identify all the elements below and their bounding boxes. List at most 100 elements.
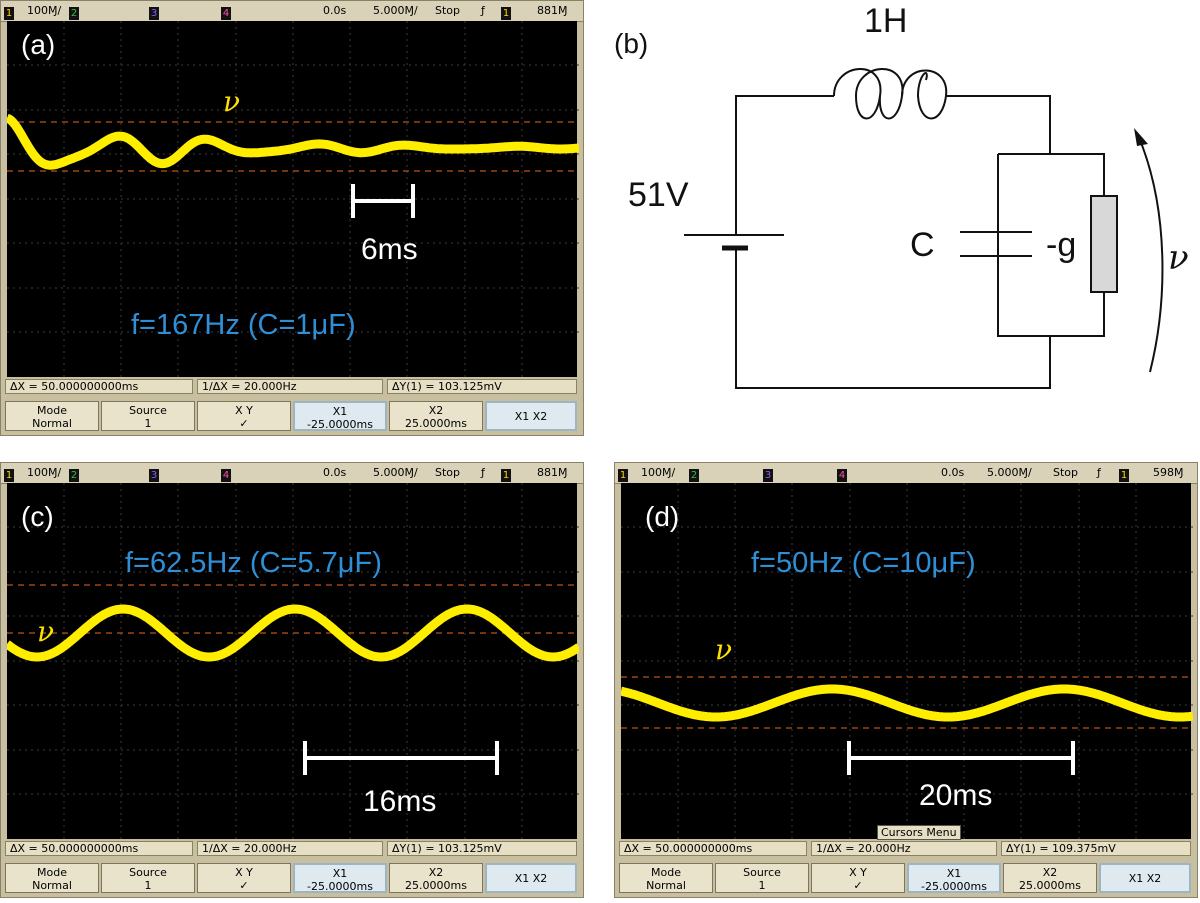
waveform-trace	[7, 113, 579, 170]
waveform-display: (a) ν 6ms f=167Hz (C=1μF)	[7, 21, 579, 377]
trigger-channel: 1	[1119, 469, 1129, 482]
x1-softkey[interactable]: X1-25.0000ms	[293, 401, 387, 431]
run-state[interactable]: Stop	[435, 4, 461, 17]
x1-softkey[interactable]: X1-25.0000ms	[907, 863, 1001, 893]
span-label: 6ms	[361, 233, 418, 266]
grid-and-trace	[7, 483, 579, 839]
trigger-icon: ƒ	[481, 466, 485, 479]
run-state[interactable]: Stop	[435, 466, 461, 479]
wire-right-top	[998, 153, 1105, 196]
channel-1-indicator[interactable]: 1	[618, 469, 628, 482]
timebase: 5.000Ɱ/	[987, 466, 1032, 479]
time-delay: 0.0s	[323, 4, 347, 17]
waveform-display: (d) f=50Hz (C=10μF) ν 20ms Cursors Menu	[621, 483, 1193, 840]
scope-panel-c: 1 100Ɱ/ 2 3 4 0.0s 5.000Ɱ/ Stop ƒ 1 881Ɱ	[0, 462, 584, 898]
scope-status-bar: 1 100Ɱ/ 2 3 4 0.0s 5.000Ɱ/ Stop ƒ 1 598Ɱ	[615, 463, 1197, 484]
conductance-label: -g	[1046, 226, 1077, 264]
cursors-menu-title: Cursors Menu	[877, 825, 961, 840]
scope-status-bar: 1 100Ɱ/ 2 3 4 0.0s 5.000Ɱ/ Stop ƒ 1 881Ɱ	[1, 463, 583, 484]
wire-bottom	[735, 248, 1051, 389]
vertical-scale: 100Ɱ/	[27, 466, 62, 479]
inductor-coil-2	[901, 69, 948, 120]
inductor-coil-1	[833, 68, 904, 120]
delta-y-readout: ΔY(1) = 103.125mV	[387, 841, 577, 856]
negative-conductance-element	[1090, 195, 1118, 293]
run-state[interactable]: Stop	[1053, 466, 1079, 479]
voltage-arrowhead	[1134, 128, 1148, 146]
channel-2-indicator[interactable]: 2	[689, 469, 699, 482]
delta-x-readout: ΔX = 50.000000000ms	[619, 841, 807, 856]
frequency-label: f=50Hz (C=10μF)	[751, 547, 976, 579]
trace-label: ν	[715, 633, 733, 666]
scope-panel-d: 1 100Ɱ/ 2 3 4 0.0s 5.000Ɱ/ Stop ƒ 1 598Ɱ	[614, 462, 1198, 898]
circuit-schematic	[684, 68, 1164, 389]
wire-right-bottom	[997, 154, 1105, 337]
timebase: 5.000Ɱ/	[373, 466, 418, 479]
xy-softkey[interactable]: X Y✓	[197, 401, 291, 431]
channel-1-indicator[interactable]: 1	[4, 469, 14, 482]
panel-label: (c)	[21, 501, 54, 532]
xy-softkey[interactable]: X Y✓	[197, 863, 291, 893]
timebase: 5.000Ɱ/	[373, 4, 418, 17]
source-voltage-label: 51V	[628, 176, 689, 214]
channel-4-indicator[interactable]: 4	[837, 469, 847, 482]
vertical-scale: 100Ɱ/	[641, 466, 676, 479]
channel-1-indicator[interactable]: 1	[4, 7, 14, 20]
grid-and-trace	[621, 483, 1193, 839]
x1x2-softkey[interactable]: X1 X2	[485, 863, 577, 893]
channel-2-indicator[interactable]: 2	[69, 7, 79, 20]
scope-status-bar: 1 100Ɱ/ 2 3 4 0.0s 5.000Ɱ/ Stop ƒ 1 881Ɱ	[1, 1, 583, 22]
grid-and-trace	[7, 21, 579, 377]
waveform-trace	[621, 684, 1193, 722]
x1x2-softkey[interactable]: X1 X2	[485, 401, 577, 431]
voltage-arrow	[1139, 139, 1164, 373]
circuit-diagram: (b) 1H 51V C -g ν	[600, 0, 1200, 436]
wire-top-left	[735, 95, 834, 235]
x1x2-softkey[interactable]: X1 X2	[1099, 863, 1191, 893]
voltage-label: ν	[1168, 238, 1189, 278]
measurement-bar: ΔX = 50.000000000ms 1/ΔX = 20.000Hz ΔY(1…	[615, 840, 1197, 857]
channel-4-indicator[interactable]: 4	[221, 7, 231, 20]
xy-softkey[interactable]: X Y✓	[811, 863, 905, 893]
capacitor-label: C	[910, 226, 935, 264]
waveform-display: (c) f=62.5Hz (C=5.7μF) ν 16ms	[7, 483, 579, 839]
trace-label: ν	[37, 615, 55, 648]
channel-3-indicator[interactable]: 3	[763, 469, 773, 482]
delta-y-readout: ΔY(1) = 103.125mV	[387, 379, 577, 394]
channel-3-indicator[interactable]: 3	[149, 7, 159, 20]
delta-x-readout: ΔX = 50.000000000ms	[5, 841, 193, 856]
frequency-label: f=167Hz (C=1μF)	[131, 309, 356, 341]
span-label: 16ms	[363, 785, 437, 818]
delta-y-readout: ΔY(1) = 109.375mV	[1001, 841, 1191, 856]
time-delay: 0.0s	[941, 466, 965, 479]
channel-3-indicator[interactable]: 3	[149, 469, 159, 482]
time-delay: 0.0s	[323, 466, 347, 479]
trace-label: ν	[223, 85, 241, 118]
vertical-scale: 100Ɱ/	[27, 4, 62, 17]
channel-4-indicator[interactable]: 4	[221, 469, 231, 482]
wire-top-right	[946, 95, 1051, 154]
waveform-trace	[7, 604, 579, 662]
channel-2-indicator[interactable]: 2	[69, 469, 79, 482]
trigger-level: 881Ɱ	[537, 4, 568, 17]
scope-panel-a: 1 100Ɱ/ 2 3 4 0.0s 5.000Ɱ/ Stop ƒ 1 881Ɱ	[0, 0, 584, 436]
inverse-delta-x-readout: 1/ΔX = 20.000Hz	[197, 841, 383, 856]
trigger-channel: 1	[501, 7, 511, 20]
inductor-label: 1H	[864, 2, 908, 40]
frequency-label: f=62.5Hz (C=5.7μF)	[125, 547, 382, 579]
panel-label: (d)	[645, 501, 680, 532]
inverse-delta-x-readout: 1/ΔX = 20.000Hz	[811, 841, 997, 856]
x1-softkey[interactable]: X1-25.0000ms	[293, 863, 387, 893]
